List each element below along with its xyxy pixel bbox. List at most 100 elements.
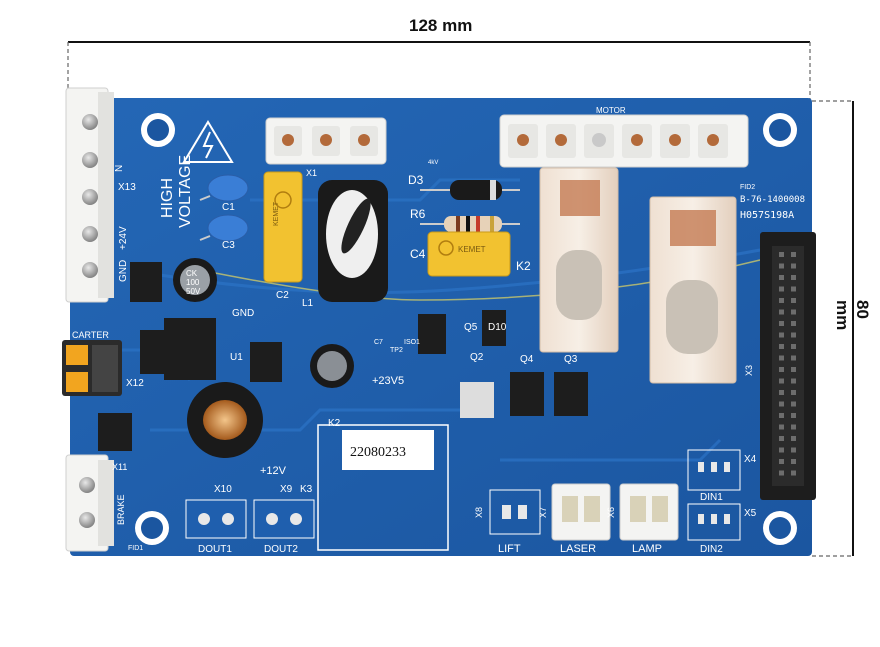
header-pin	[791, 470, 796, 476]
capacitor-c1	[199, 174, 249, 202]
silk-x3: X3	[744, 365, 754, 376]
header-pin	[791, 252, 796, 257]
ic-components	[98, 262, 588, 451]
connector-x1[interactable]	[265, 117, 387, 165]
silk-x10: X10	[214, 484, 232, 495]
header-pin	[779, 344, 784, 349]
connector-x7-laser[interactable]	[551, 483, 611, 541]
silk-q4: Q4	[520, 354, 534, 365]
silk-fid1: FID1	[128, 545, 143, 552]
silk-k3: K3	[300, 484, 313, 495]
header-pin	[791, 309, 796, 315]
electrolytic-capacitor	[173, 258, 217, 302]
silk-k2b: K2	[328, 418, 341, 429]
header-pin	[791, 367, 796, 372]
label-sticker	[342, 430, 434, 470]
k3-outline	[317, 424, 449, 551]
capacitor-c2	[263, 171, 303, 283]
header-pin	[779, 459, 784, 464]
silk-12v: +12V	[260, 465, 287, 477]
header-pin	[779, 355, 784, 361]
header-pin	[779, 401, 784, 407]
silkscreen: HIGH VOLTAGE X13 N +24V GND CARTER X12 X…	[72, 106, 805, 555]
connector-x10[interactable]	[185, 499, 247, 539]
silk-laser: LASER	[560, 543, 596, 555]
silk-r6: R6	[410, 207, 426, 221]
silk-dout2: DOUT2	[264, 544, 298, 555]
silk-x8: X8	[474, 507, 484, 518]
silk-c1: C1	[222, 202, 235, 213]
header-pin	[779, 275, 784, 280]
header-pin	[791, 263, 796, 269]
header-pin	[779, 298, 784, 303]
header-pin	[779, 413, 784, 418]
header-pin	[791, 298, 796, 303]
silk-q5: Q5	[464, 322, 478, 333]
header-pin	[779, 321, 784, 326]
mounting-holes	[135, 113, 797, 545]
width-dimension	[67, 41, 811, 100]
connector-x5[interactable]	[687, 503, 741, 541]
silk-23v: +23V5	[372, 375, 404, 387]
silk-x7: X7	[538, 507, 548, 518]
silk-d3: D3	[408, 173, 424, 187]
sticker-text: 22080233	[350, 445, 406, 460]
silk-dout1: DOUT1	[198, 544, 232, 555]
silk-24v: +24V	[118, 226, 129, 250]
header-pin	[779, 436, 784, 441]
header-pin	[791, 401, 796, 407]
header-pin	[779, 309, 784, 315]
silk-c7: C7	[374, 339, 383, 346]
relay-k2	[539, 167, 619, 353]
silk-h057: H057S198A	[740, 210, 794, 221]
connector-motor[interactable]	[499, 114, 749, 168]
silk-motor: MOTOR	[596, 106, 626, 115]
header-pin	[779, 332, 784, 338]
silk-part-no: B-76-1400008	[740, 195, 805, 205]
connector-x12[interactable]	[62, 340, 122, 396]
connector-x8[interactable]	[489, 489, 541, 535]
terminal-block-x13[interactable]	[65, 87, 114, 303]
silk-fid2: FID2	[740, 184, 755, 191]
header-x3[interactable]	[760, 232, 816, 500]
connector-x6-lamp[interactable]	[619, 483, 679, 541]
cap-text-3: 50V	[186, 287, 201, 296]
high-voltage-icon	[182, 120, 234, 163]
silk-gnd-mid: GND	[232, 308, 254, 319]
header-pin	[791, 436, 796, 441]
terminal-block-x11[interactable]	[65, 454, 114, 552]
silk-x4: X4	[744, 454, 757, 465]
height-dimension	[812, 100, 854, 557]
silk-x9: X9	[280, 484, 293, 495]
width-label: 128 mm	[409, 16, 473, 35]
header-pin	[779, 263, 784, 269]
silk-lift: LIFT	[498, 543, 521, 555]
resistor-r6	[420, 216, 520, 232]
silk-x5: X5	[744, 508, 757, 519]
silk-brake: BRAKE	[116, 494, 126, 525]
silk-carter: CARTER	[72, 330, 109, 340]
silk-iso1: ISO1	[404, 339, 420, 346]
silk-x13: X13	[118, 182, 136, 193]
silk-din1: DIN1	[700, 492, 723, 503]
connector-x9[interactable]	[253, 499, 315, 539]
connector-x4[interactable]	[687, 449, 741, 491]
silk-q2: Q2	[470, 352, 484, 363]
header-pin	[779, 367, 784, 372]
silk-tp2: TP2	[390, 347, 403, 354]
header-pin	[791, 390, 796, 395]
header-pin	[791, 344, 796, 349]
header-pin	[791, 378, 796, 384]
header-pin	[791, 413, 796, 418]
capacitor-c3	[199, 214, 249, 242]
silk-l1: L1	[302, 298, 314, 309]
silk-x1: X1	[306, 168, 317, 178]
header-pin	[791, 321, 796, 326]
header-pin	[791, 424, 796, 430]
header-pin	[791, 447, 796, 453]
header-pin	[791, 332, 796, 338]
silk-x12: X12	[126, 378, 144, 389]
height-label: 80 mm	[833, 300, 872, 331]
header-pin	[779, 447, 784, 453]
header-pin	[779, 286, 784, 292]
